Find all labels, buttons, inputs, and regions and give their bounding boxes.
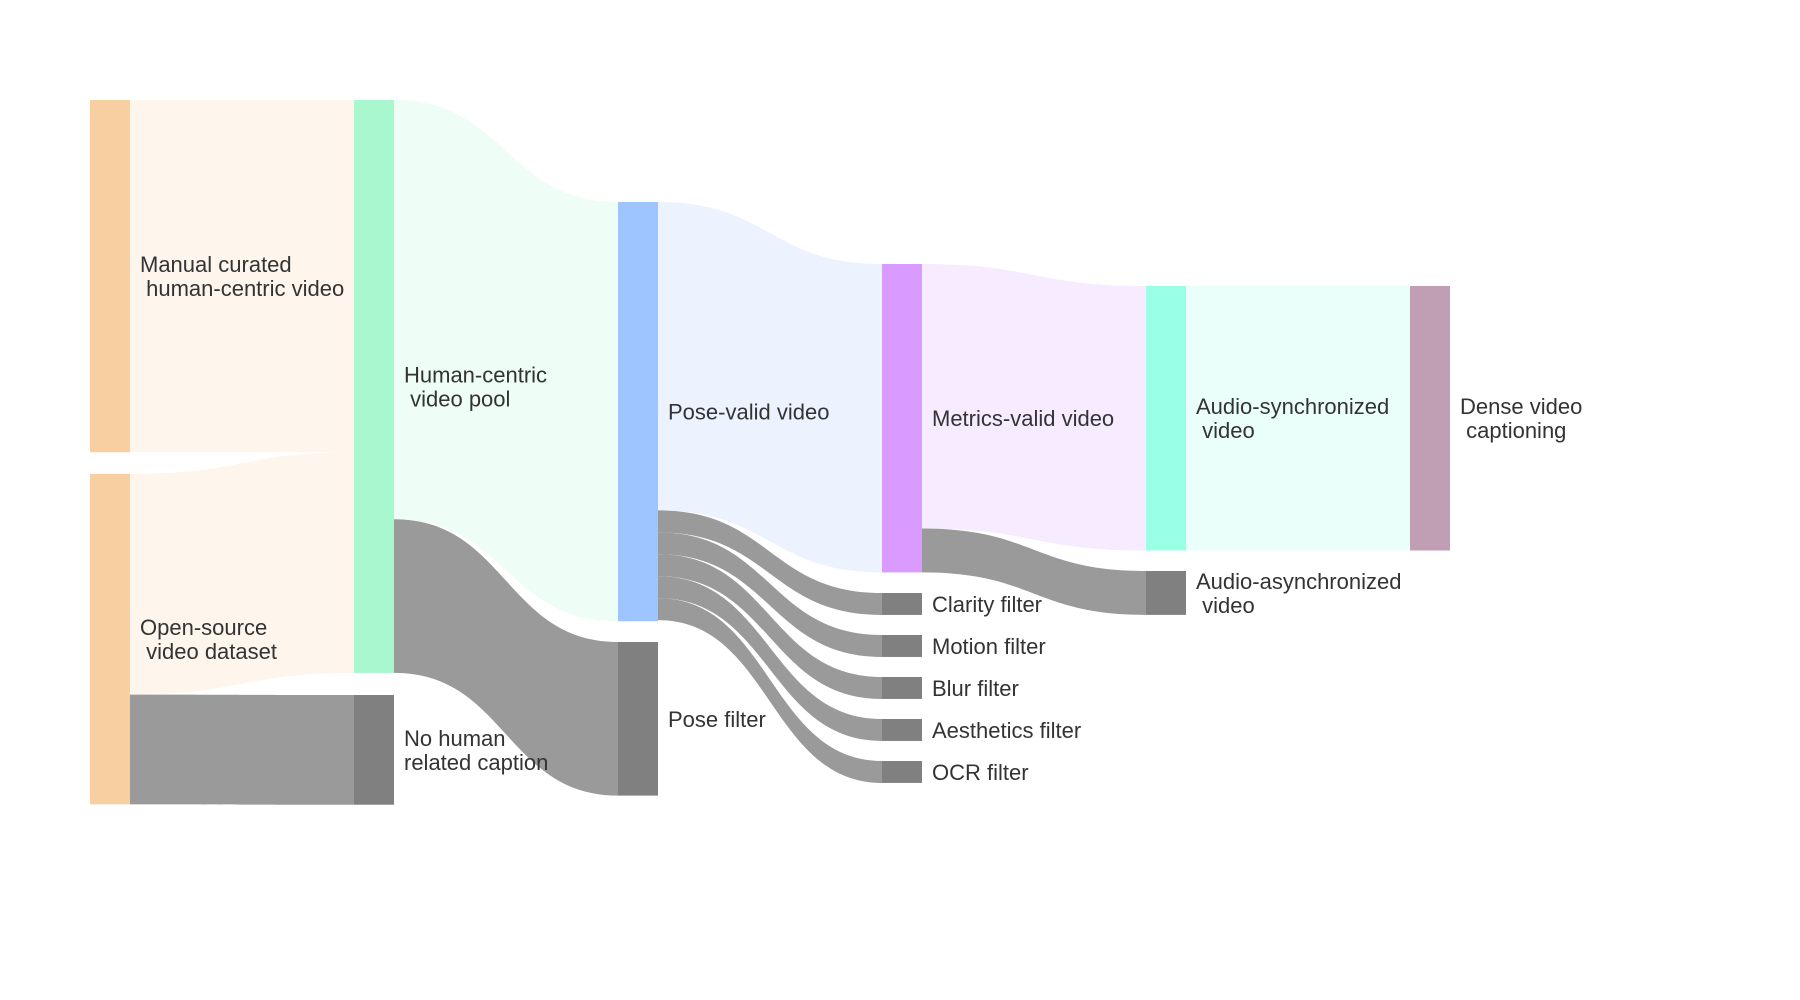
node-label-posefilter: Pose filter bbox=[668, 707, 766, 732]
node-label-line: video dataset bbox=[140, 639, 277, 664]
node-label-dense: Dense video captioning bbox=[1460, 394, 1582, 443]
link-posevalid-to-ocr bbox=[658, 598, 882, 783]
node-label-line: Blur filter bbox=[932, 676, 1019, 701]
node-label-posevalid: Pose-valid video bbox=[668, 400, 829, 425]
node-label-line: Pose filter bbox=[668, 707, 766, 732]
node-label-motion: Motion filter bbox=[932, 634, 1046, 659]
node-audioasync bbox=[1146, 571, 1186, 615]
link-posevalid-to-aesthetics bbox=[658, 576, 882, 741]
node-ocr bbox=[882, 761, 922, 783]
node-label-line: Motion filter bbox=[932, 634, 1046, 659]
node-label-line: No human bbox=[404, 726, 506, 751]
node-blur bbox=[882, 677, 922, 699]
node-posefilter bbox=[618, 642, 658, 796]
node-nohuman bbox=[354, 695, 394, 805]
node-label-manual: Manual curated human-centric video bbox=[140, 252, 344, 301]
node-clarity bbox=[882, 593, 922, 615]
labels-layer: Manual curated human-centric videoOpen-s… bbox=[140, 252, 1582, 785]
node-label-line: video bbox=[1196, 418, 1255, 443]
link-posevalid-to-clarity bbox=[658, 510, 882, 615]
node-label-audioasync: Audio-asynchronized video bbox=[1196, 569, 1401, 618]
node-label-ocr: OCR filter bbox=[932, 760, 1029, 785]
node-label-clarity: Clarity filter bbox=[932, 592, 1042, 617]
node-label-audiosync: Audio-synchronized video bbox=[1196, 394, 1389, 443]
link-metricsvalid-to-audiosync bbox=[922, 264, 1146, 551]
node-label-metricsvalid: Metrics-valid video bbox=[932, 406, 1114, 431]
link-audiosync-to-dense bbox=[1186, 286, 1410, 551]
node-label-pool: Human-centric video pool bbox=[404, 362, 547, 411]
link-posevalid-to-metricsvalid bbox=[658, 202, 882, 573]
node-metricsvalid bbox=[882, 264, 922, 573]
node-label-blur: Blur filter bbox=[932, 676, 1019, 701]
node-label-line: video pool bbox=[404, 386, 510, 411]
link-manual-to-pool bbox=[130, 100, 354, 453]
node-label-opensource: Open-source video dataset bbox=[140, 615, 277, 664]
link-opensource-to-pool bbox=[130, 452, 354, 695]
node-posevalid bbox=[618, 202, 658, 622]
node-opensource bbox=[90, 474, 130, 805]
link-opensource-to-nohuman bbox=[130, 694, 354, 805]
node-label-line: Aesthetics filter bbox=[932, 718, 1081, 743]
link-posevalid-to-motion bbox=[658, 532, 882, 657]
node-label-line: Human-centric bbox=[404, 362, 547, 387]
node-label-line: Metrics-valid video bbox=[932, 406, 1114, 431]
node-label-line: Open-source bbox=[140, 615, 267, 640]
node-dense bbox=[1410, 286, 1450, 551]
node-label-line: Manual curated bbox=[140, 252, 292, 277]
node-label-line: Pose-valid video bbox=[668, 400, 829, 425]
node-label-line: Audio-synchronized bbox=[1196, 394, 1389, 419]
node-motion bbox=[882, 635, 922, 657]
node-label-line: Audio-asynchronized bbox=[1196, 569, 1401, 594]
link-pool-to-posefilter bbox=[394, 519, 618, 796]
node-manual bbox=[90, 100, 130, 453]
link-posevalid-to-blur bbox=[658, 554, 882, 699]
node-label-line: captioning bbox=[1460, 418, 1566, 443]
node-label-aesthetics: Aesthetics filter bbox=[932, 718, 1081, 743]
node-label-line: OCR filter bbox=[932, 760, 1029, 785]
link-metricsvalid-to-audioasync bbox=[922, 528, 1146, 615]
node-aesthetics bbox=[882, 719, 922, 741]
node-label-line: related caption bbox=[404, 750, 548, 775]
node-audiosync bbox=[1146, 286, 1186, 551]
link-pool-to-posevalid bbox=[394, 100, 618, 622]
nodes-layer bbox=[90, 100, 1450, 805]
links-layer bbox=[130, 100, 1410, 805]
node-label-line: Dense video bbox=[1460, 394, 1582, 419]
node-label-line: Clarity filter bbox=[932, 592, 1042, 617]
node-label-line: human-centric video bbox=[140, 276, 344, 301]
node-pool bbox=[354, 100, 394, 673]
node-label-line: video bbox=[1196, 593, 1255, 618]
